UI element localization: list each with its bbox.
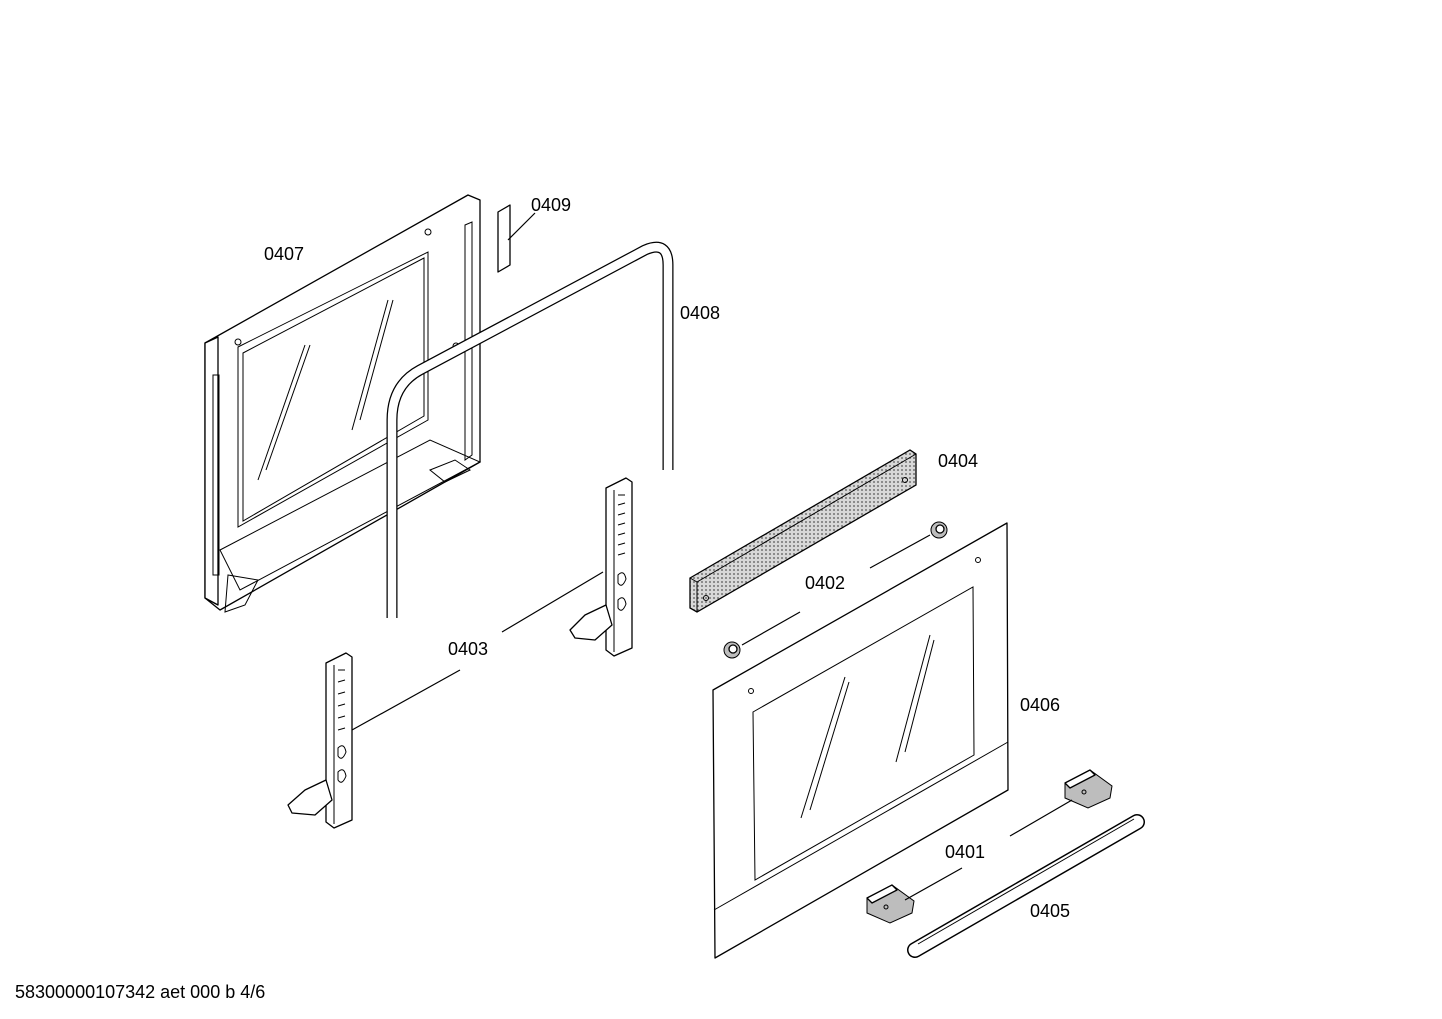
label-0402: 0402 bbox=[805, 573, 845, 593]
clip-right-part bbox=[1064, 769, 1113, 809]
hinge-right-part bbox=[569, 477, 633, 657]
label-0403: 0403 bbox=[448, 639, 488, 659]
leader-line-0402-top bbox=[869, 534, 931, 569]
label-0409: 0409 bbox=[531, 195, 571, 215]
label-0405: 0405 bbox=[1030, 901, 1070, 921]
mesh-strip-part bbox=[689, 449, 917, 613]
label-0401: 0401 bbox=[945, 842, 985, 862]
inner-door-frame-part bbox=[204, 194, 482, 613]
clip-left-part bbox=[866, 884, 915, 924]
leader-line-0401-right bbox=[1009, 799, 1073, 837]
door-gasket-seal-part bbox=[386, 241, 674, 618]
bumper-bottom-part bbox=[723, 641, 741, 659]
document-footer-code: 58300000107342 aet 000 b 4/6 bbox=[15, 982, 265, 1002]
leader-line-0403-left bbox=[351, 669, 461, 731]
label-0408: 0408 bbox=[680, 303, 720, 323]
bumper-top-part bbox=[930, 521, 948, 539]
rod-part bbox=[907, 814, 1145, 958]
leader-line-0401-left bbox=[904, 867, 963, 901]
leader-line-0403-right bbox=[501, 571, 604, 633]
label-0404: 0404 bbox=[938, 451, 978, 471]
leader-line-0402-bottom bbox=[741, 611, 801, 646]
small-pad-part bbox=[497, 204, 511, 273]
leader-line-0409 bbox=[507, 212, 536, 241]
outer-door-glass-part bbox=[712, 522, 1009, 959]
hinge-left-part bbox=[287, 652, 353, 829]
label-0406: 0406 bbox=[1020, 695, 1060, 715]
label-0407: 0407 bbox=[264, 244, 304, 264]
